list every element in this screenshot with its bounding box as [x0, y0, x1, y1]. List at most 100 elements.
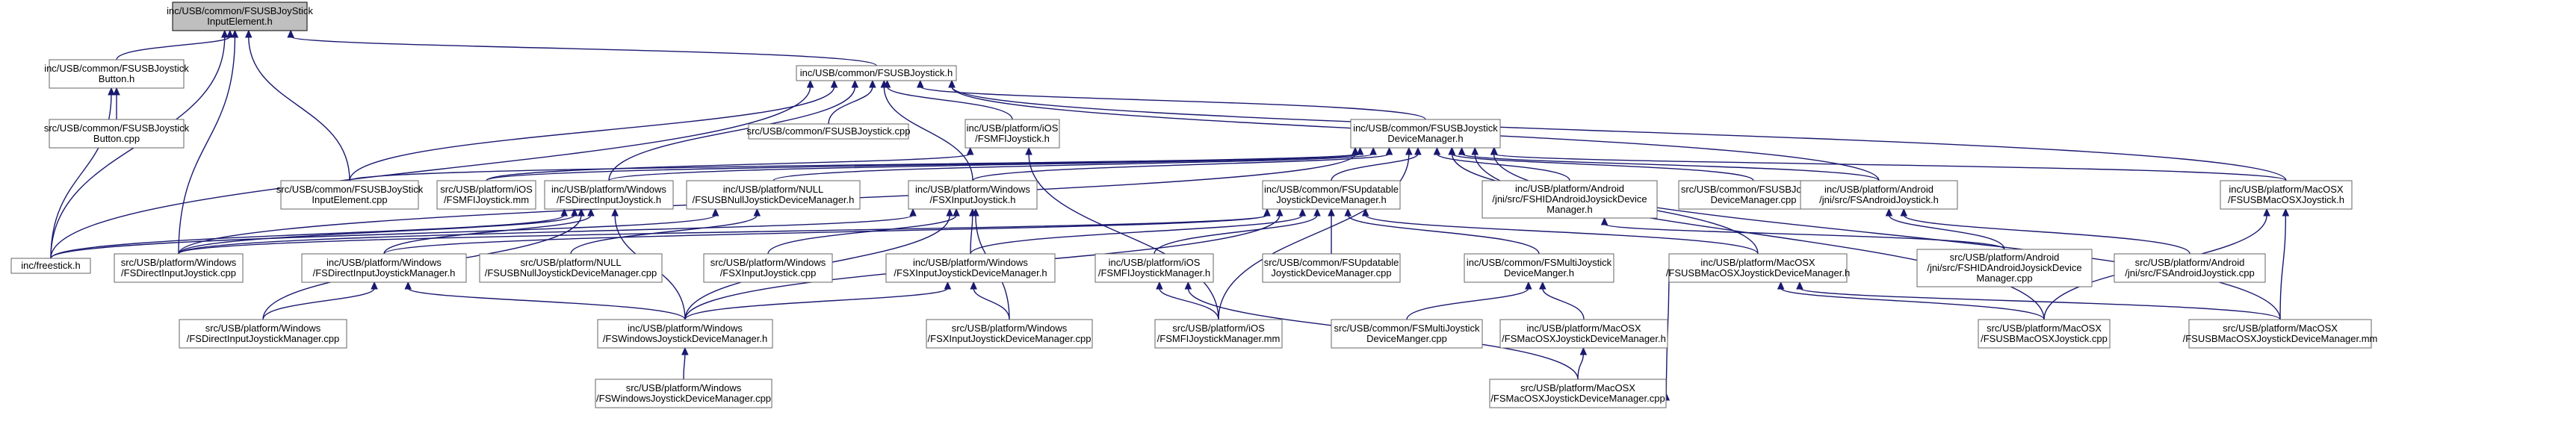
- graph-edge-arrowhead: [231, 29, 239, 38]
- graph-node-label: src/USB/platform/Windows: [205, 323, 321, 334]
- graph-edge: [486, 146, 1359, 181]
- graph-node-box: [926, 319, 1093, 349]
- graph-node-dinp-c[interactable]: src/USB/platform/Windows/FSDirectInputJo…: [114, 253, 244, 283]
- graph-node-label: DeviceManger.h: [1504, 267, 1574, 278]
- graph-node-js-c[interactable]: src/USB/common/FSUSBJoystick.cpp: [747, 123, 911, 140]
- graph-node-mfi-h[interactable]: inc/USB/platform/iOS/FSMFIJoystick.h: [965, 119, 1060, 149]
- graph-edge-arrowhead: [2263, 208, 2270, 217]
- graph-node-osxdm-h[interactable]: inc/USB/platform/MacOSX/FSUSBMacOSXJoyst…: [1666, 253, 1850, 283]
- graph-node-free[interactable]: inc/freestick.h: [10, 258, 91, 274]
- graph-edge-line: [1903, 214, 2190, 255]
- graph-node-osxcm-c[interactable]: src/USB/platform/MacOSX/FSMacOSXJoystick…: [1489, 379, 1667, 408]
- graph-edge-arrowhead: [1525, 281, 1532, 290]
- graph-edge-line: [486, 153, 971, 181]
- graph-node-label: src/USB/platform/Windows: [952, 323, 1068, 334]
- graph-edge-arrowhead: [1025, 146, 1032, 155]
- graph-node-label: /FSWindowsJoystickDeviceManager.cpp: [596, 393, 771, 404]
- graph-node-wdm-h[interactable]: inc/USB/platform/Windows/FSWindowsJoysti…: [597, 319, 773, 349]
- graph-node-label: /FSXInputJoystickDeviceManager.cpp: [928, 333, 1092, 344]
- graph-node-label: inc/USB/common/FSUSBJoystick: [44, 63, 189, 74]
- graph-edge-arrowhead: [1263, 208, 1271, 217]
- graph-edge-line: [972, 153, 1390, 181]
- graph-edge-arrowhead: [1448, 146, 1456, 155]
- graph-node-label: inc/USB/common/FSUSBJoystick.h: [800, 67, 953, 78]
- graph-node-xidm-c[interactable]: src/USB/platform/Windows/FSXInputJoystic…: [926, 319, 1093, 349]
- graph-edge-arrowhead: [851, 79, 859, 88]
- graph-node-box: [114, 253, 244, 283]
- graph-node-label: src/USB/common/FSUSBJoystick.cpp: [747, 125, 911, 137]
- graph-node-and-h[interactable]: inc/USB/platform/Android/jni/src/FSAndro…: [1800, 180, 1958, 210]
- graph-node-label: inc/USB/platform/Windows: [915, 184, 1030, 195]
- graph-edge-arrowhead: [1344, 208, 1352, 217]
- graph-node-xidm-h[interactable]: inc/USB/platform/Windows/FSXInputJoystic…: [885, 253, 1056, 283]
- graph-edge-arrowhead: [966, 146, 974, 155]
- graph-node-label: src/USB/platform/Windows: [626, 382, 742, 393]
- graph-node-didm-h[interactable]: inc/USB/platform/Windows/FSDirectInputJo…: [301, 253, 467, 283]
- graph-node-dm-h[interactable]: inc/USB/common/FSUSBJoystickDeviceManage…: [1350, 119, 1501, 149]
- graph-edge-line: [178, 214, 575, 255]
- graph-node-multi-c[interactable]: src/USB/common/FSMultiJoystickDeviceMang…: [1331, 319, 1483, 349]
- graph-edge-line: [116, 36, 231, 60]
- graph-node-box: [179, 319, 347, 349]
- graph-node-box: [1978, 319, 2111, 349]
- graph-node-ie-c[interactable]: src/USB/common/FSUSBJoyStickInputElement…: [276, 180, 424, 210]
- graph-edge: [1025, 146, 1219, 320]
- graph-node-js-h[interactable]: inc/USB/common/FSUSBJoystick.h: [796, 65, 957, 81]
- graph-node-mfim-h[interactable]: inc/USB/platform/iOS/FSMFIJoystickManage…: [1095, 253, 1214, 283]
- graph-edge-line: [767, 214, 957, 255]
- graph-node-didm-c[interactable]: src/USB/platform/Windows/FSDirectInputJo…: [179, 319, 347, 349]
- graph-node-wdm-c[interactable]: src/USB/platform/Windows/FSWindowsJoysti…: [595, 379, 773, 408]
- graph-edge-arrowhead: [1298, 208, 1307, 217]
- graph-node-label: Manager.h: [1546, 204, 1592, 215]
- graph-node-label: inc/USB/platform/Android: [1824, 184, 1933, 195]
- graph-edge-line: [1451, 153, 1754, 181]
- graph-node-osx-c[interactable]: src/USB/platform/MacOSX/FSUSBMacOSXJoyst…: [1978, 319, 2111, 349]
- graph-node-box: [2188, 319, 2372, 349]
- graph-edge-line: [951, 86, 2287, 181]
- graph-node-box: [49, 119, 185, 149]
- graph-node-dinp-h[interactable]: inc/USB/platform/Windows/FSDirectInputJo…: [544, 180, 674, 210]
- graph-node-xinp-c[interactable]: src/USB/platform/Windows/FSXInputJoystic…: [703, 253, 833, 283]
- graph-node-osx-h[interactable]: inc/USB/platform/MacOSX/FSUSBMacOSXJoyst…: [2220, 180, 2353, 210]
- graph-node-osxdm-c[interactable]: src/USB/platform/MacOSX/FSUSBMacOSXJoyst…: [2183, 319, 2378, 349]
- graph-edge-arrowhead: [1600, 217, 1609, 225]
- graph-node-label: src/USB/platform/Android: [1950, 252, 2060, 263]
- graph-node-ahid-cpp[interactable]: src/USB/platform/Android/jni/src/FSHIDAn…: [1916, 249, 2093, 287]
- graph-node-null-c[interactable]: src/USB/platform/NULL/FSUSBNullJoystickD…: [479, 253, 663, 283]
- graph-node-multi-h[interactable]: inc/USB/common/FSMultiJoystickDeviceMang…: [1464, 253, 1614, 283]
- graph-node-upd-c[interactable]: src/USB/common/FSUpdatableJoystickDevice…: [1262, 253, 1401, 283]
- graph-node-and-c[interactable]: src/USB/platform/Android/jni/src/FSAndro…: [2114, 253, 2266, 283]
- graph-node-null-h[interactable]: inc/USB/platform/NULL/FSUSBNullJoystickD…: [686, 180, 861, 210]
- graph-node-mfim-mm[interactable]: src/USB/platform/iOS/FSMFIJoystickManage…: [1154, 319, 1283, 349]
- graph-edge-line: [1603, 223, 2005, 250]
- graph-node-label: inc/freestick.h: [21, 260, 80, 271]
- graph-edge-line: [248, 36, 350, 181]
- graph-edge-line: [684, 287, 949, 320]
- graph-node-label: inc/USB/platform/iOS: [1109, 257, 1201, 268]
- graph-node-box: [1499, 319, 1668, 349]
- graph-node-box: [1464, 253, 1614, 283]
- graph-node-upd-h[interactable]: inc/USB/common/FSUpdatableJoystickDevice…: [1262, 180, 1401, 210]
- graph-edge-line: [50, 93, 112, 259]
- graph-edge-arrowhead: [220, 29, 229, 38]
- graph-edge-arrowhead: [560, 208, 569, 217]
- graph-node-ahid-c[interactable]: inc/USB/platform/Android/jni/src/FSHIDAn…: [1481, 180, 1658, 219]
- graph-edge-arrowhead: [944, 281, 952, 290]
- graph-node-label: inc/USB/common/FSUSBJoyStick: [167, 5, 313, 16]
- graph-node-box: [1489, 379, 1667, 408]
- graph-node-xinp-h[interactable]: inc/USB/platform/Windows/FSXInputJoystic…: [908, 180, 1038, 210]
- graph-edge-line: [1159, 287, 1219, 320]
- graph-edge: [608, 79, 859, 181]
- graph-node-mfi-mm[interactable]: src/USB/platform/iOS/FSMFIJoystick.mm: [436, 180, 536, 210]
- graph-node-osxcm-h[interactable]: inc/USB/platform/MacOSX/FSMacOSXJoystick…: [1499, 319, 1668, 349]
- graph-edge-line: [178, 36, 236, 255]
- graph-edge: [1458, 146, 1880, 181]
- graph-edge: [116, 29, 234, 60]
- graph-edge-line: [1888, 214, 2005, 250]
- graph-node-label: inc/USB/platform/Windows: [913, 257, 1028, 268]
- graph-edge: [1331, 146, 1422, 181]
- graph-node-label: InputElement.h: [207, 16, 272, 27]
